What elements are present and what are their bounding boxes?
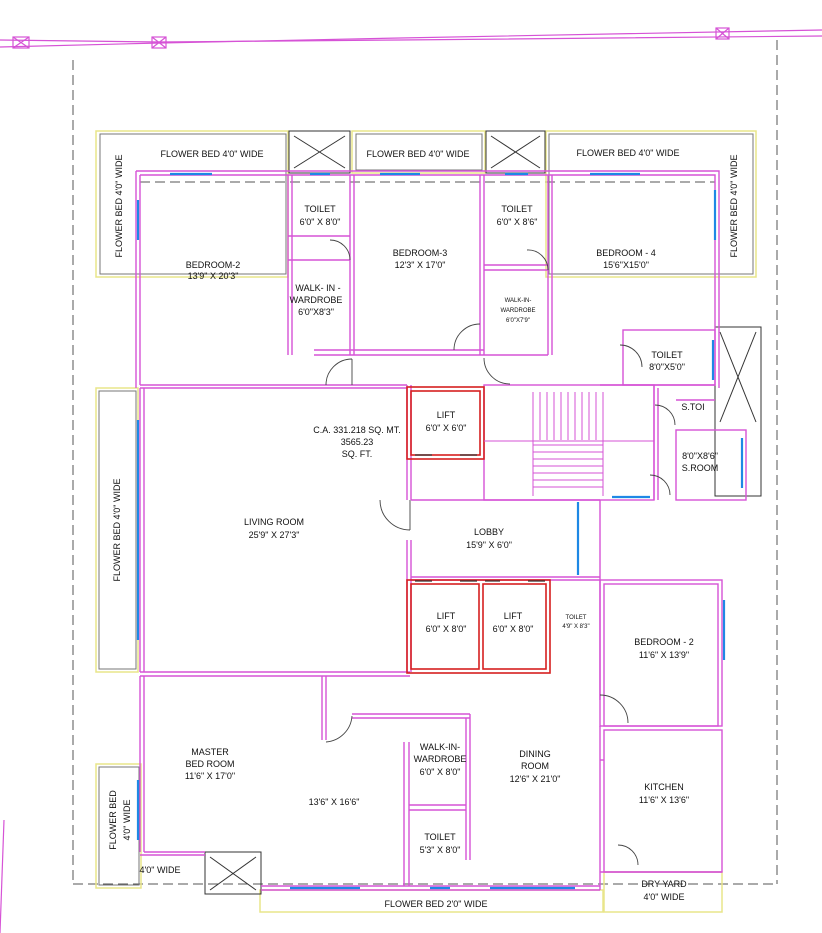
master-bed-dim: 11'6" X 17'0" <box>185 771 235 781</box>
walkin-2-line1: WALK-IN- <box>505 298 532 304</box>
lift-top-name: LIFT <box>437 410 456 420</box>
staircase <box>484 392 654 496</box>
carpet-area-line2: 3565.23 <box>341 437 374 447</box>
toilet-4-dim: 5'3" X 8'0" <box>420 845 461 855</box>
toilet-2-dim: 6'0" X 8'6" <box>497 217 538 227</box>
walkin-3-line1: WALK-IN- <box>420 742 460 752</box>
carpet-area-line1: C.A. 331.218 SQ. MT. <box>313 425 401 435</box>
flower-bed-top-left-label: FLOWER BED 4'0" WIDE <box>161 149 264 159</box>
lift-left-dim: 6'0" X 8'0" <box>426 624 467 634</box>
flower-bed-right-top-label: FLOWER BED 4'0" WIDE <box>729 155 739 258</box>
walkin-1-line2: WARDROBE <box>290 295 343 305</box>
master-bed-line2: BED ROOM <box>185 759 234 769</box>
baseline <box>0 27 822 933</box>
bedroom-2-top-name: BEDROOM-2 <box>186 260 241 270</box>
lift-doors <box>415 454 545 582</box>
walls <box>135 170 747 891</box>
door-swings <box>325 239 676 866</box>
windows <box>136 172 744 890</box>
dining-line1: DINING <box>519 749 551 759</box>
flower-bed-top-middle-label: FLOWER BED 4'0" WIDE <box>367 149 470 159</box>
flower-bed-bottom-left-label: 4'0" WIDE <box>140 865 181 875</box>
room-labels: BEDROOM-2 13'9" X 20'3" TOILET 6'0" X 8'… <box>185 204 718 902</box>
bedroom-4-dim: 15'6"X15'0" <box>603 260 649 270</box>
toilet-1-name: TOILET <box>304 204 336 214</box>
lift-shafts <box>406 386 551 674</box>
flower-bed-left-middle-label: FLOWER BED 4'0" WIDE <box>112 479 122 582</box>
bedroom-2-top-dim: 13'9" X 20'3" <box>188 271 239 281</box>
bedroom-2-right-dim: 11'6" X 13'9" <box>639 650 689 660</box>
living-room-dim: 25'9" X 27'3" <box>249 530 300 540</box>
flower-bed-left-top-label: FLOWER BED 4'0" WIDE <box>114 155 124 258</box>
flower-bed-left-bottom-line1: FLOWER BED <box>108 790 118 850</box>
s-room-dim: 8'0"X8'6" <box>682 451 718 461</box>
bedroom-3-dim: 12'3" X 17'0" <box>395 260 446 270</box>
plot-boundary <box>72 40 778 885</box>
living-room-name: LIVING ROOM <box>244 517 304 527</box>
lobby-name: LOBBY <box>474 527 504 537</box>
walkin-3-dim: 6'0" X 8'0" <box>420 767 461 777</box>
dining-dim: 12'6" X 21'0" <box>510 774 561 784</box>
toilet-4-name: TOILET <box>424 832 456 842</box>
dry-yard-name: DRY YARD <box>641 879 687 889</box>
duct-shafts <box>204 130 762 895</box>
toilet-3-dim: 8'0"X5'0" <box>649 362 685 372</box>
kitchen-name: KITCHEN <box>644 782 684 792</box>
walkin-3-line2: WARDROBE <box>414 754 467 764</box>
toilet-1-dim: 6'0" X 8'0" <box>300 217 341 227</box>
carpet-area-line3: SQ. FT. <box>342 449 373 459</box>
dry-yard-dim: 4'0" WIDE <box>644 892 685 902</box>
kitchen-dim: 11'6" X 13'6" <box>639 795 689 805</box>
master-area-dim: 13'6" X 16'6" <box>309 797 360 807</box>
toilet-3-name: TOILET <box>651 350 683 360</box>
flower-bed-left-bottom-line2: 4'0" WIDE <box>122 800 132 841</box>
toilet-small-name: TOILET <box>566 615 587 621</box>
flower-bed-top-right-label: FLOWER BED 4'0" WIDE <box>577 148 680 158</box>
walkin-2-dim: 6'0"X7'9" <box>506 318 530 324</box>
walkin-2-line2: WARDROBE <box>500 308 535 314</box>
walkin-1-line1: WALK- IN - <box>295 283 340 293</box>
bedroom-3-name: BEDROOM-3 <box>393 248 448 258</box>
flower-bed-labels: FLOWER BED 4'0" WIDE FLOWER BED 4'0" WID… <box>108 148 739 909</box>
bedroom-4-name: BEDROOM - 4 <box>596 248 656 258</box>
lift-top-dim: 6'0" X 6'0" <box>426 423 467 433</box>
lift-right-dim: 6'0" X 8'0" <box>493 624 534 634</box>
flower-bed-bottom-label: FLOWER BED 2'0" WIDE <box>385 899 488 909</box>
bedroom-2-right-name: BEDROOM - 2 <box>634 637 694 647</box>
lobby-dim: 15'9" X 6'0" <box>466 540 512 550</box>
walkin-1-dim: 6'0"X8'3" <box>298 307 334 317</box>
s-toi-label: S.TOI <box>681 402 704 412</box>
toilet-2-name: TOILET <box>501 204 533 214</box>
dining-line2: ROOM <box>521 761 549 771</box>
s-room-name: S.ROOM <box>682 463 719 473</box>
lift-left-name: LIFT <box>437 611 456 621</box>
lift-right-name: LIFT <box>504 611 523 621</box>
toilet-small-dim: 4'9" X 8'3" <box>562 624 589 630</box>
master-bed-line1: MASTER <box>191 747 229 757</box>
